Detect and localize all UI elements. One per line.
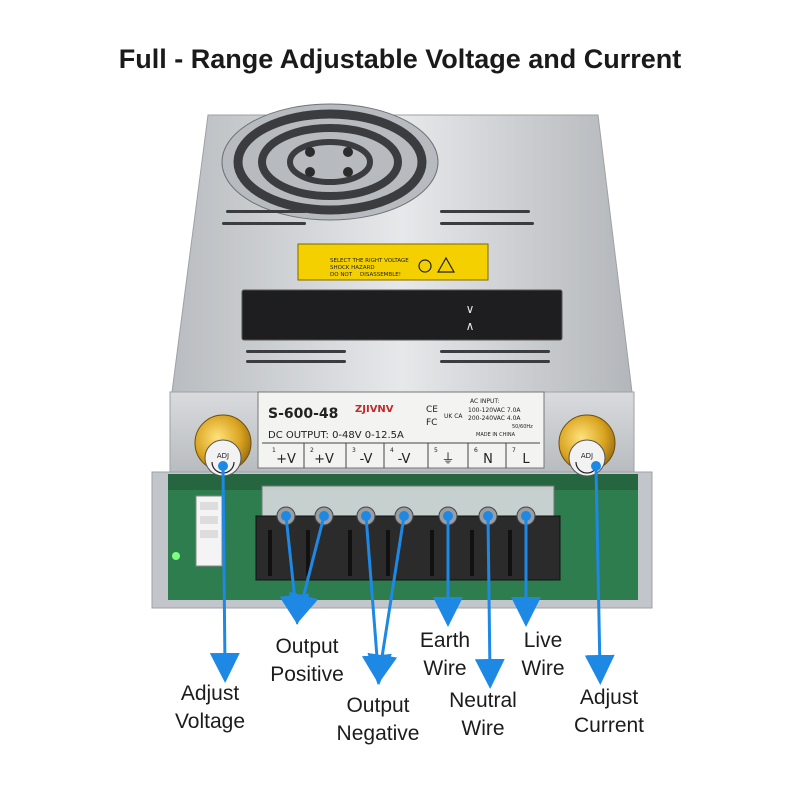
terminal-barrier (348, 530, 352, 576)
voltage-knob-label: ADJ (217, 452, 229, 460)
power-led (172, 552, 180, 560)
callout-line: Output (275, 635, 339, 658)
callout-adjust-voltage: Adjust Voltage (170, 680, 250, 736)
callout-earth-wire: Earth Wire (410, 627, 480, 683)
terminal-label: L (522, 452, 530, 467)
terminal-label: ⏚ (441, 452, 454, 467)
callout-line: Wire (423, 657, 467, 680)
voltage-adjust-knob[interactable]: ADJ (194, 414, 252, 477)
callout-neutral-wire: Neutral Wire (440, 687, 526, 743)
terminal-barrier (268, 530, 272, 576)
callout-line: Output (346, 694, 410, 717)
callout-output-positive: Output Positive (262, 633, 352, 689)
ac-input-line1: 100-120VAC 7.0A (468, 407, 521, 414)
fan-connector (172, 495, 223, 567)
ac-input-line2: 200-240VAC 4.0A (468, 415, 521, 422)
model-text: S-600-48 (268, 406, 338, 422)
terminal-number: 6 (474, 447, 478, 454)
terminal-label: +V (314, 452, 334, 467)
arrow-adjust-voltage (209, 465, 240, 683)
callout-line: Wire (461, 717, 505, 740)
terminal-barrier (430, 530, 434, 576)
digital-display: ∨ ∧ (241, 289, 563, 341)
terminal-barrier (306, 530, 310, 576)
cert-fc: FC (426, 418, 437, 428)
callout-adjust-current: Adjust Current (566, 684, 652, 740)
callout-line: Adjust (180, 682, 240, 705)
display-up-indicator: ∧ (466, 319, 475, 333)
warning-line4: DISASSEMBLE! (360, 272, 401, 278)
terminal-label: N (483, 452, 493, 467)
callout-line: Earth (419, 629, 471, 652)
terminal-barrier (386, 530, 390, 576)
page-title: Full - Range Adjustable Voltage and Curr… (118, 44, 682, 74)
terminal-number: 4 (390, 447, 394, 454)
dc-output-text: DC OUTPUT: 0-48V 0-12.5A (268, 430, 404, 441)
terminal-label: +V (276, 452, 296, 467)
callout-output-negative: Output Negative (330, 692, 426, 748)
callout-line: Adjust (579, 686, 639, 709)
callout-line: Current (573, 714, 645, 737)
warning-line3: DO NOT (330, 272, 353, 278)
terminal-barrier (508, 530, 512, 576)
made-in-text: MADE IN CHINA (476, 432, 516, 438)
arrow-adjust-current (584, 465, 615, 685)
arrow-output-negative-1 (361, 515, 392, 685)
terminal-number: 7 (512, 447, 516, 454)
current-knob-label: ADJ (581, 452, 593, 460)
callout-live-wire: Live Wire (510, 627, 576, 683)
warning-line2: SHOCK HAZARD (330, 265, 375, 271)
spec-label: S-600-48 ZJIVNV DC OUTPUT: 0-48V 0-12.5A… (257, 391, 545, 469)
terminal-label: -V (398, 452, 411, 467)
arrow-neutral-wire (474, 515, 505, 689)
display-down-indicator: ∨ (466, 302, 475, 316)
terminal-barrier (470, 530, 474, 576)
housing-top: SELECT THE RIGHT VOLTAGE SHOCK HAZARD DO… (171, 103, 633, 393)
fan-grill (221, 103, 439, 221)
callout-line: Wire (521, 657, 565, 680)
arrow-output-negative-2 (367, 515, 406, 685)
terminal-block (255, 485, 561, 581)
warning-triangle-icon (436, 256, 456, 273)
terminal-number: 1 (272, 447, 276, 454)
terminal-number: 5 (434, 447, 438, 454)
callout-arrows (209, 461, 615, 689)
arrow-output-positive-2 (289, 515, 326, 625)
ac-input-label: AC INPUT: (470, 398, 499, 405)
terminal-number: 2 (310, 447, 314, 454)
brand-text: ZJIVNV (355, 404, 394, 415)
vent-slots (222, 210, 550, 363)
frequency-text: 50/60Hz (512, 424, 533, 430)
callout-line: Live (523, 629, 563, 652)
terminal-label: -V (360, 452, 373, 467)
callout-line: Negative (336, 722, 420, 745)
callout-line: Voltage (174, 710, 246, 733)
cert-ukca: UK CA (444, 413, 463, 420)
callout-line: Positive (270, 663, 344, 686)
cert-ce: CE (426, 405, 438, 415)
callout-line: Neutral (449, 689, 517, 712)
terminal-number: 3 (352, 447, 356, 454)
warning-label: SELECT THE RIGHT VOLTAGE SHOCK HAZARD DO… (297, 243, 489, 281)
warning-line1: SELECT THE RIGHT VOLTAGE (330, 258, 409, 264)
no-disassemble-icon (418, 259, 432, 273)
